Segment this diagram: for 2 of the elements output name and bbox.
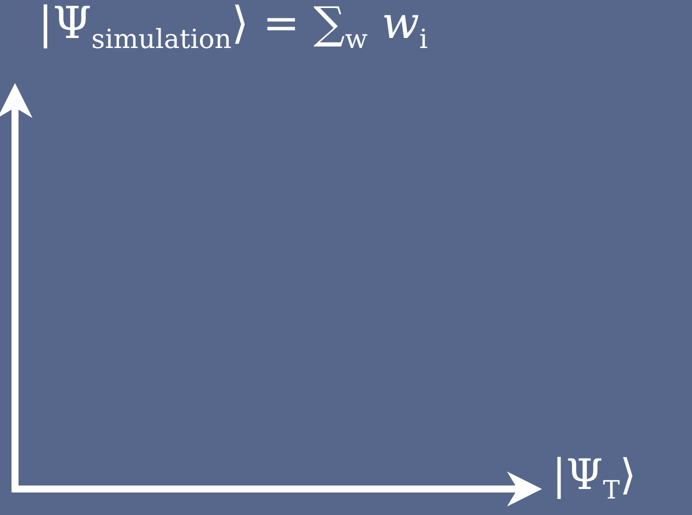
axis-label: |Ψ$_{T}$⟩ <box>552 452 636 504</box>
equation: |Ψ$_{simulation}$⟩ = ∑$_{w}$ w$_{i}$ <box>38 0 428 54</box>
